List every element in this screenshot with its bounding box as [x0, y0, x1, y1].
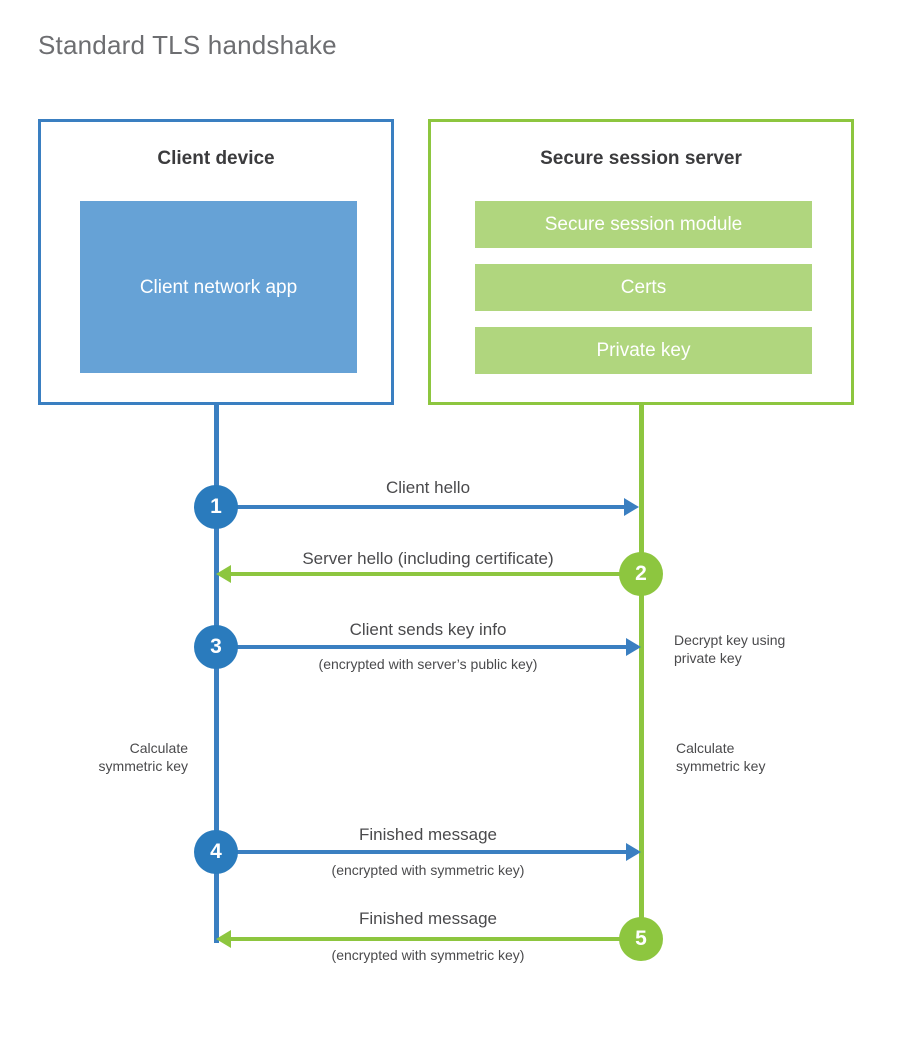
step-5-arrow-head-icon — [216, 930, 231, 948]
step-3-sublabel: (encrypted with server’s public key) — [318, 656, 538, 672]
step-3-arrow-head-icon — [626, 638, 641, 656]
client-network-app-block: Client network app — [80, 201, 357, 373]
step-2-arrow-head-icon — [216, 565, 231, 583]
client-lifeline — [214, 402, 219, 943]
annotation-server-calculate-symmetric-key: Calculate symmetric key — [676, 739, 866, 775]
step-4-sublabel: (encrypted with symmetric key) — [331, 862, 525, 878]
step-5-arrow-line — [229, 937, 641, 941]
step-3-label: Client sends key info — [349, 620, 507, 639]
step-5-sublabel: (encrypted with symmetric key) — [331, 947, 525, 963]
step-2-label: Server hello (including certificate) — [302, 549, 554, 568]
server-block-certs: Certs — [475, 264, 812, 311]
page-title: Standard TLS handshake — [38, 30, 337, 60]
step-4-arrow-line — [216, 850, 638, 854]
step-2-circle: 2 — [619, 552, 663, 596]
server-block-private-key: Private key — [475, 327, 812, 374]
client-device-box: Client device Client network app — [38, 119, 394, 405]
step-3-circle: 3 — [194, 625, 238, 669]
step-1-arrow-head-icon — [624, 498, 639, 516]
annotation-decrypt-key-line-1: Decrypt key using — [674, 632, 786, 648]
client-device-title: Client device — [157, 148, 275, 169]
step-1-arrow-line — [216, 505, 626, 509]
step-5-circle: 5 — [619, 917, 663, 961]
annotation-server-calc-line-1: Calculate — [676, 740, 735, 756]
annotation-client-calculate-symmetric-key: Calculate symmetric key — [20, 739, 188, 775]
step-1-circle: 1 — [194, 485, 238, 529]
annotation-server-calc-line-2: symmetric key — [676, 758, 766, 774]
annotation-decrypt-key-line-2: private key — [674, 650, 742, 666]
annotation-decrypt-key: Decrypt key using private key — [674, 631, 864, 667]
server-lifeline — [639, 402, 644, 939]
step-2-arrow-line — [229, 572, 641, 576]
step-1-label: Client hello — [385, 478, 471, 497]
step-4-label: Finished message — [359, 825, 497, 844]
step-5-label: Finished message — [359, 909, 497, 928]
step-4-circle: 4 — [194, 830, 238, 874]
step-4-arrow-head-icon — [626, 843, 641, 861]
secure-session-server-box: Secure session server Secure session mod… — [428, 119, 854, 405]
annotation-client-calc-line-2: symmetric key — [98, 758, 188, 774]
step-3-arrow-line — [216, 645, 638, 649]
annotation-client-calc-line-1: Calculate — [129, 740, 188, 756]
secure-session-server-title: Secure session server — [540, 148, 742, 169]
server-block-secure-session-module: Secure session module — [475, 201, 812, 248]
